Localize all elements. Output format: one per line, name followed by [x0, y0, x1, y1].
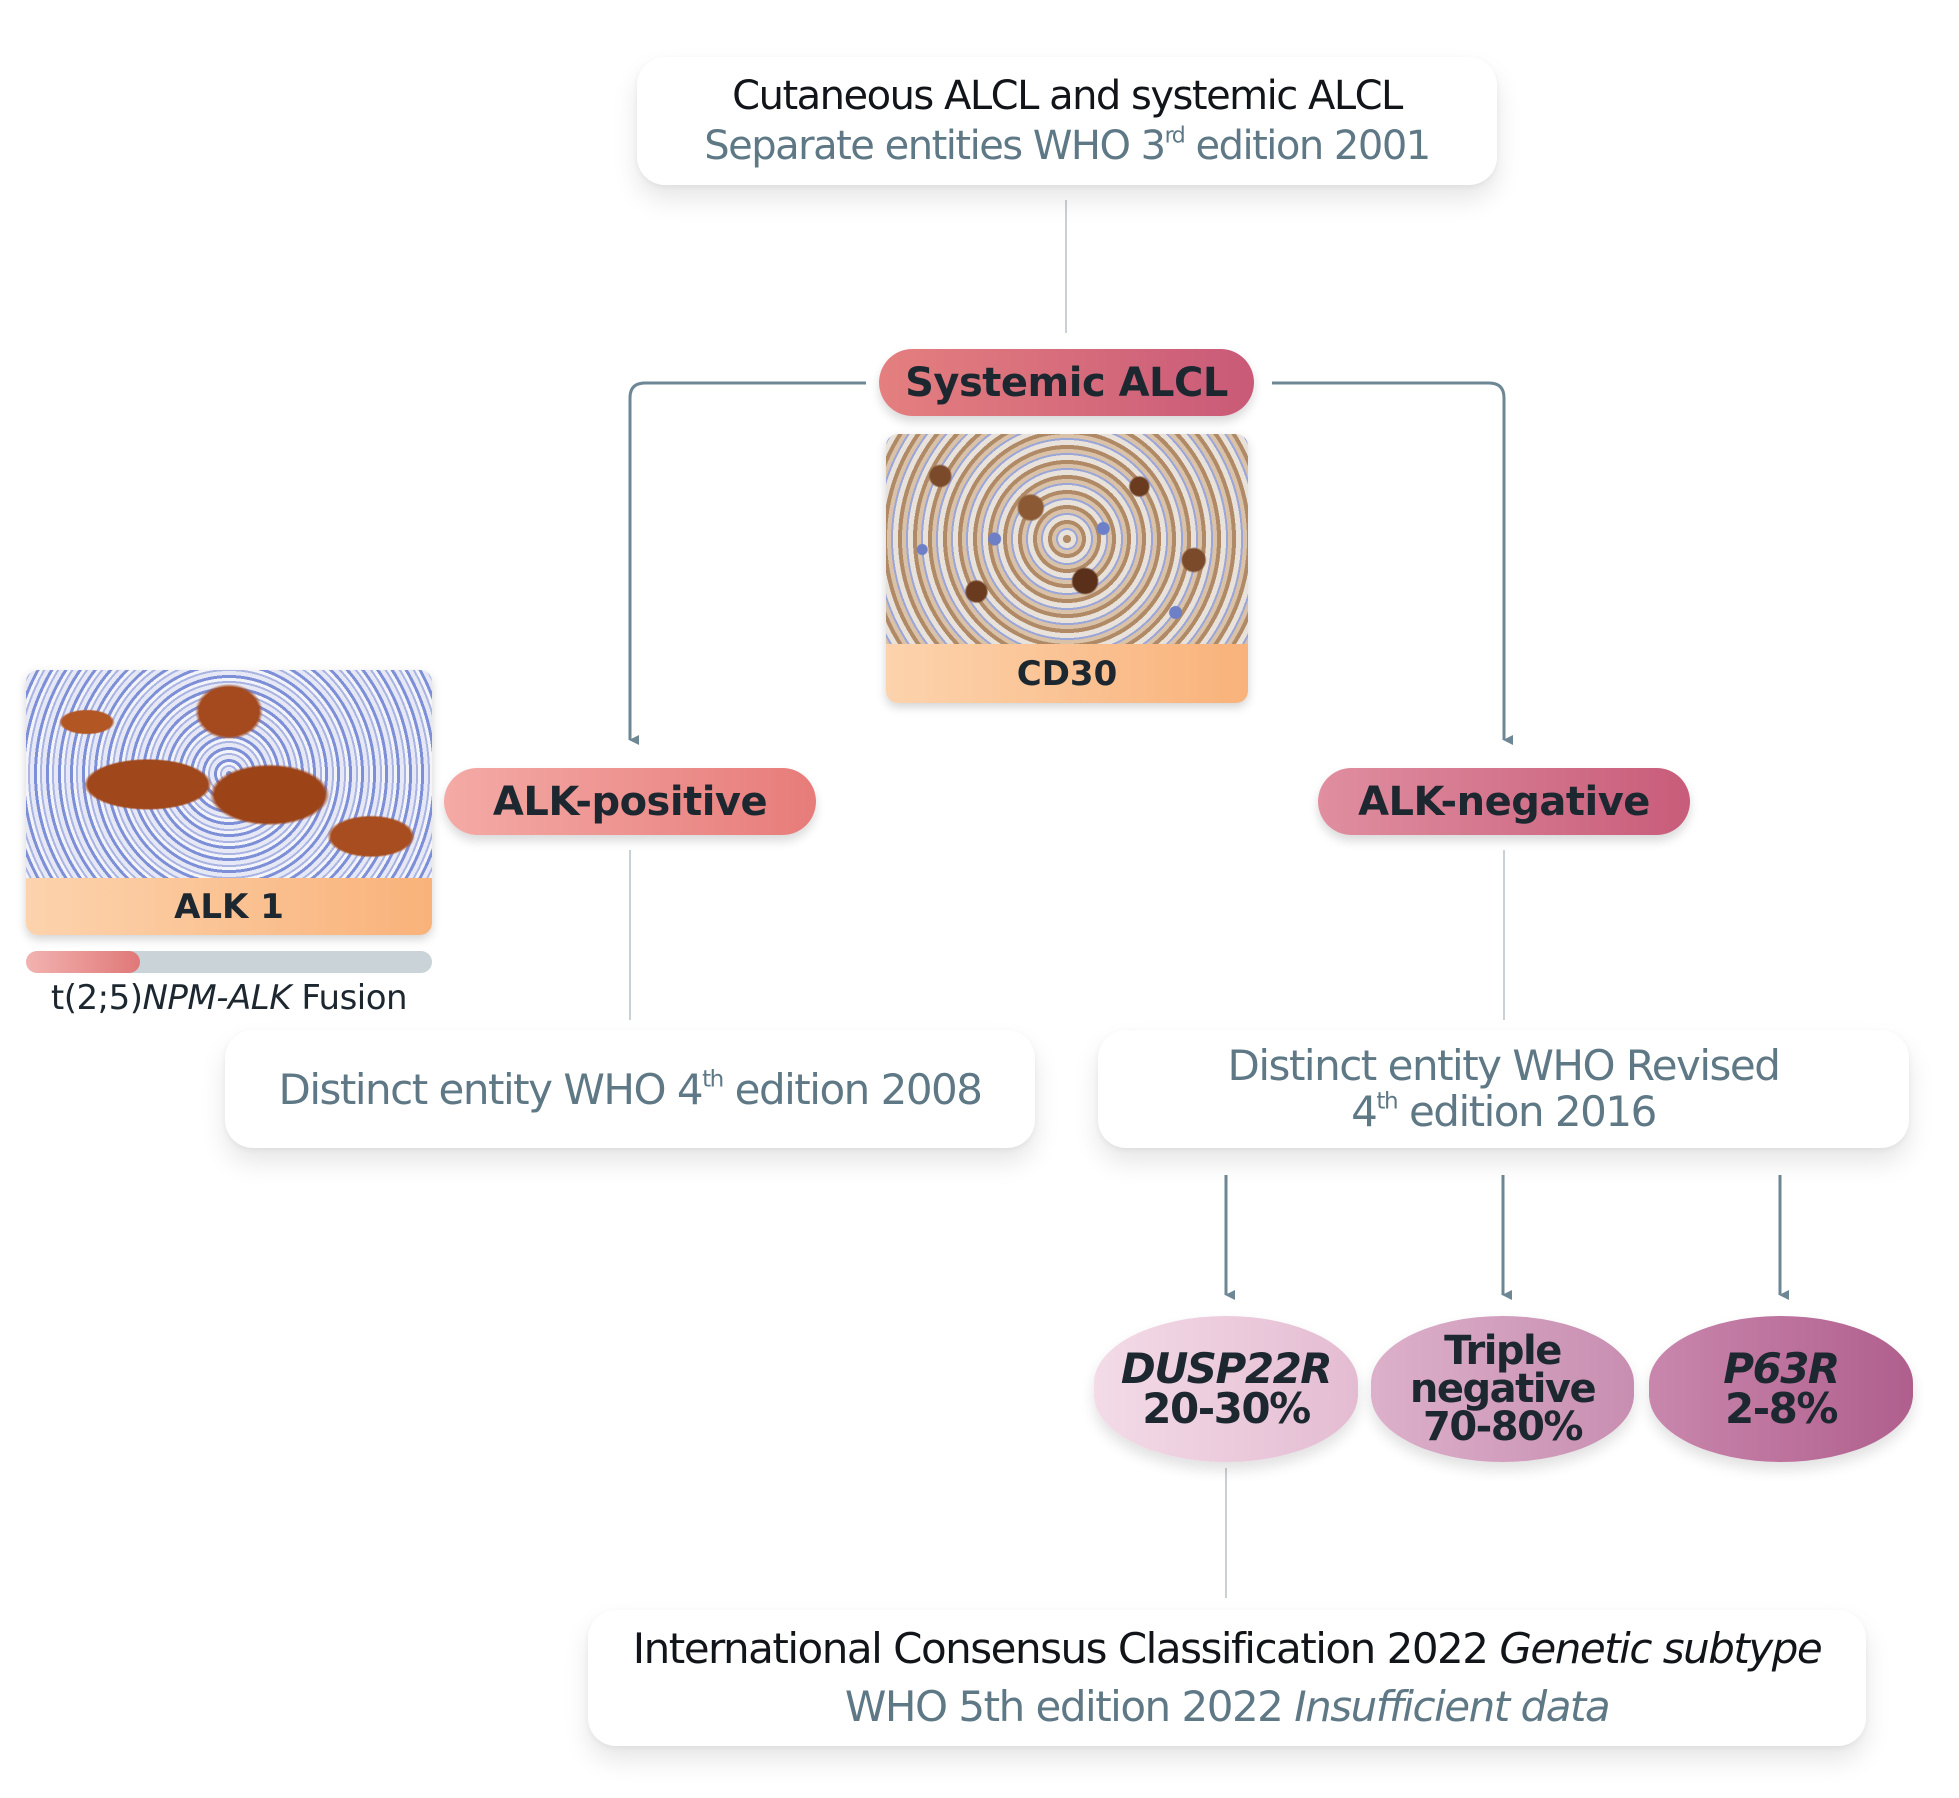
alk1-label-text: ALK 1	[174, 886, 284, 927]
who-2016-line2-suffix: edition 2016	[1397, 1087, 1657, 1136]
cd30-stain-image	[886, 434, 1248, 644]
bottom-classification-box: International Consensus Classification 2…	[588, 1610, 1866, 1746]
alk1-micrograph: ALK 1	[26, 670, 432, 935]
systemic-alcl-pill: Systemic ALCL	[879, 349, 1254, 416]
bottom-box-line1-italic: Genetic subtype	[1499, 1624, 1822, 1673]
who-2016-line2: 4th edition 2016	[1351, 1087, 1657, 1136]
connector-systemic-to-alk-positive	[628, 381, 866, 745]
fusion-bar-fill	[26, 951, 140, 973]
p63r-percent: 2-8%	[1725, 1384, 1838, 1433]
alk-positive-pill: ALK-positive	[444, 768, 816, 835]
who-2016-line2-sup: th	[1376, 1088, 1398, 1115]
who-2016-line2-prefix: 4	[1351, 1087, 1378, 1136]
fusion-text: t(2;5)NPM-ALK Fusion	[26, 978, 432, 1018]
fusion-text-suffix: Fusion	[291, 978, 408, 1018]
top-box-subtitle-suffix: edition 2001	[1184, 123, 1431, 169]
subtype-p63r: P63R 2-8%	[1649, 1316, 1913, 1462]
who-2008-sup: th	[702, 1066, 724, 1093]
alk-negative-pill: ALK-negative	[1318, 768, 1690, 835]
alk1-label: ALK 1	[26, 878, 432, 935]
cd30-label-text: CD30	[1016, 653, 1118, 694]
fusion-text-gene: NPM-ALK	[142, 978, 292, 1018]
who-2016-line1-text: Distinct entity WHO Revised	[1227, 1041, 1781, 1090]
who-2016-line1: Distinct entity WHO Revised	[1227, 1041, 1781, 1090]
alk1-stain-image	[26, 670, 432, 878]
bottom-box-line2: WHO 5th edition 2022 Insufficient data	[844, 1678, 1611, 1736]
dusp22r-percent: 20-30%	[1142, 1384, 1311, 1433]
bottom-box-line2-plain: WHO 5th edition 2022	[844, 1682, 1295, 1731]
dusp22r-name: DUSP22R	[1120, 1344, 1333, 1394]
who-2008-prefix: Distinct entity WHO 4	[278, 1064, 704, 1114]
alk-negative-label: ALK-negative	[1358, 778, 1650, 825]
who-2008-text: Distinct entity WHO 4th edition 2008	[278, 1064, 983, 1114]
connector-systemic-to-alk-negative	[1272, 381, 1513, 745]
bottom-box-line1: International Consensus Classification 2…	[632, 1620, 1823, 1678]
top-box-title: Cutaneous ALCL and systemic ALCL	[732, 71, 1403, 121]
top-box-subtitle-prefix: Separate entities WHO 3	[704, 123, 1166, 169]
triple-negative-percent: 70-80%	[1422, 1404, 1584, 1450]
subtype-dusp22r: DUSP22R 20-30%	[1094, 1316, 1358, 1462]
p63r-name: P63R	[1723, 1344, 1840, 1394]
who-2016-box: Distinct entity WHO Revised 4th edition …	[1098, 1030, 1909, 1148]
triple-negative-name-line2: negative	[1409, 1366, 1597, 1412]
triple-negative-name-line1: Triple	[1444, 1328, 1562, 1374]
systemic-alcl-label: Systemic ALCL	[905, 359, 1228, 406]
alk-positive-label: ALK-positive	[492, 778, 768, 825]
bottom-box-line2-italic: Insufficient data	[1294, 1682, 1610, 1731]
fusion-bar	[26, 951, 432, 973]
cd30-label: CD30	[886, 644, 1248, 703]
top-box-title-text: Cutaneous ALCL and systemic ALCL	[732, 73, 1403, 119]
top-box-subtitle-sup: rd	[1164, 123, 1186, 149]
fusion-text-prefix: t(2;5)	[50, 978, 143, 1018]
top-box-subtitle: Separate entities WHO 3rd edition 2001	[704, 121, 1431, 171]
subtype-triple-negative: Triple negative 70-80%	[1371, 1316, 1634, 1462]
bottom-box-line1-plain: International Consensus Classification 2…	[632, 1624, 1500, 1673]
top-classification-box: Cutaneous ALCL and systemic ALCL Separat…	[637, 57, 1497, 185]
who-2008-box: Distinct entity WHO 4th edition 2008	[225, 1030, 1035, 1148]
cd30-micrograph: CD30	[886, 434, 1248, 703]
who-2008-suffix: edition 2008	[722, 1064, 983, 1114]
